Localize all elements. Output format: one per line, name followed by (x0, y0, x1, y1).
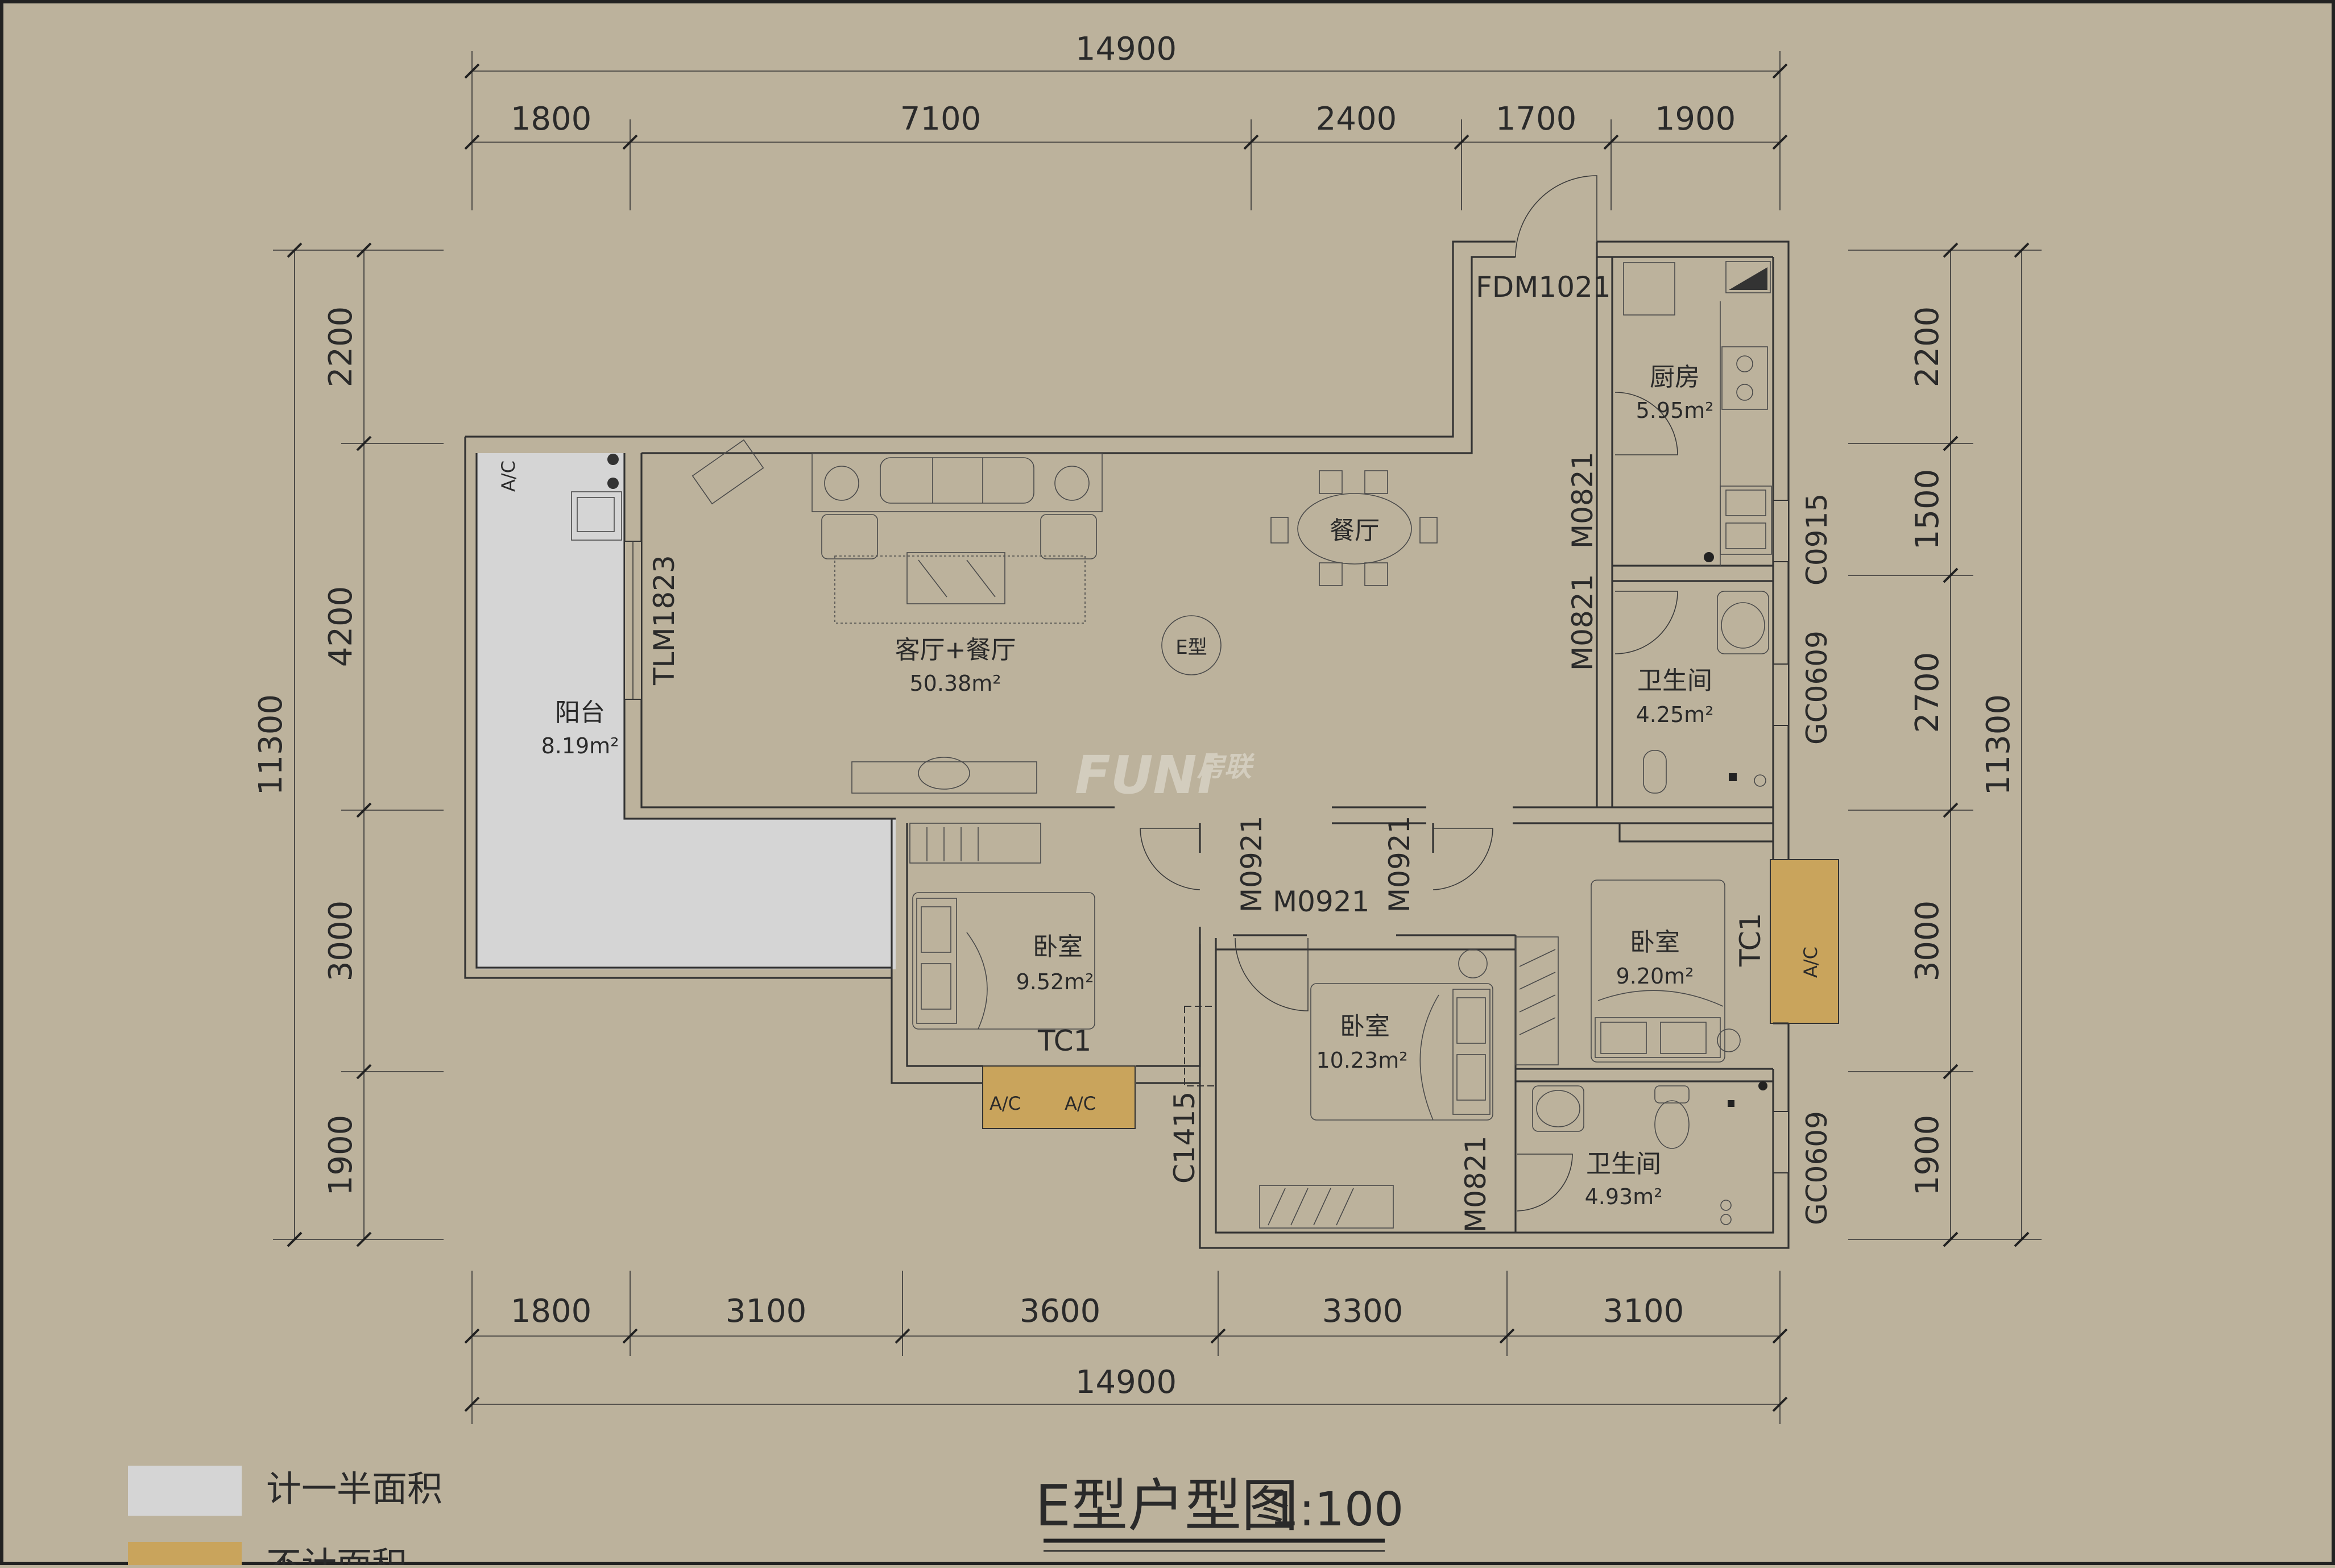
type-marker: E型 (1175, 636, 1207, 659)
dimension-right: 2200 1500 2700 3000 1900 11300 (1848, 242, 2042, 1247)
dim-left-seg-3: 3000 (322, 901, 359, 982)
room-bed3-name: 卧室 (1630, 928, 1680, 957)
code-bath2-door: M0821 (1459, 1136, 1492, 1233)
dim-right-seg-2: 1500 (1909, 469, 1946, 550)
furniture-bedroom3 (1515, 880, 1741, 1065)
code-bed2-door: M0921 (1273, 885, 1369, 918)
dim-left-seg-2: 4200 (322, 586, 359, 667)
dim-left-seg-1: 2200 (322, 306, 359, 388)
ac-platform-bottom (982, 1065, 1136, 1129)
dim-top-seg-2: 7100 (900, 101, 982, 138)
furniture-balcony (571, 454, 622, 541)
legend: 计一半面积 不计面积 (128, 1466, 442, 1568)
code-bed3-window: TC1 (1734, 913, 1767, 967)
plan-title-text: E型户型图 (1035, 1472, 1298, 1539)
ac-platform-right (1770, 859, 1839, 1024)
room-bed1-area: 9.52m² (1016, 969, 1094, 994)
watermark-cn: 房联 (1197, 751, 1255, 783)
room-bath1-name: 卫生间 (1637, 666, 1712, 695)
opening-codes: FDM1021 TLM1823 M0821 M0821 C0915 GC0609… (648, 271, 1833, 1233)
code-bath1-window: GC0609 (1800, 630, 1833, 745)
dim-top-seg-3: 2400 (1316, 101, 1397, 138)
plan-title-scale: 1:100 (1269, 1483, 1404, 1537)
ac-label-bottom-2: A/C (1065, 1093, 1096, 1114)
legend-label-half: 计一半面积 (266, 1468, 442, 1509)
furniture-bedroom2 (1259, 949, 1493, 1229)
room-balcony-area: 8.19m² (541, 733, 619, 758)
dim-right-seg-5: 1900 (1909, 1115, 1946, 1196)
room-bed2-area: 10.23m² (1316, 1048, 1407, 1073)
code-bath1-door: M0821 (1566, 574, 1599, 671)
dim-left-total: 11300 (252, 694, 289, 795)
room-balcony-name: 阳台 (555, 698, 605, 727)
room-bath2-name: 卫生间 (1586, 1150, 1661, 1179)
dim-bottom-total: 14900 (1075, 1364, 1177, 1401)
dim-right-seg-3: 2700 (1909, 652, 1946, 733)
code-kitchen-window: C0915 (1800, 493, 1833, 586)
dimension-top: 14900 1800 7100 2400 1700 1900 (464, 31, 1788, 210)
room-bed2-name: 卧室 (1340, 1012, 1390, 1041)
room-kitchen-name: 厨房 (1650, 363, 1700, 392)
furniture-living: E型 (692, 439, 1438, 794)
dim-right-seg-1: 2200 (1909, 306, 1946, 388)
dim-top-seg-1: 1800 (511, 101, 592, 138)
code-entry-door: FDM1021 (1476, 271, 1611, 304)
room-kitchen-area: 5.95m² (1636, 398, 1714, 423)
dim-right-seg-4: 3000 (1909, 901, 1946, 982)
ac-label-right: A/C (1800, 947, 1821, 978)
room-dining-name: 餐厅 (1330, 516, 1380, 545)
room-bed3-area: 9.20m² (1616, 964, 1694, 989)
code-bed1-window: TC1 (1037, 1024, 1091, 1057)
dim-bottom-seg-5: 3100 (1603, 1293, 1684, 1330)
furniture-bath2 (1532, 1081, 1767, 1225)
furniture-kitchen (1623, 261, 1772, 566)
legend-swatch-excluded (128, 1542, 242, 1568)
room-bath1-area: 4.25m² (1636, 702, 1714, 727)
dimension-bottom: 1800 3100 3600 3300 3100 14900 (464, 1271, 1788, 1424)
ac-label-balcony: A/C (498, 461, 519, 492)
dim-top-seg-5: 1900 (1655, 101, 1736, 138)
dim-top-seg-4: 1700 (1496, 101, 1577, 138)
code-bath2-window: GC0609 (1800, 1111, 1833, 1225)
dim-left-seg-4: 1900 (322, 1115, 359, 1196)
ac-markers: A/C A/C A/C A/C (498, 461, 1821, 1114)
code-balcony-door: TLM1823 (648, 555, 681, 686)
doors (624, 175, 1789, 1212)
room-living-name: 客厅+餐厅 (895, 636, 1016, 665)
plan-title: E型户型图 1:100 (1035, 1472, 1404, 1552)
code-bed2-window: C1415 (1168, 1092, 1201, 1184)
dim-top-total: 14900 (1075, 31, 1177, 68)
room-labels: 客厅+餐厅 50.38m² 餐厅 阳台 8.19m² 厨房 5.95m² 卫生间… (541, 363, 1714, 1209)
watermark: FUNi 房联 (1075, 745, 1255, 806)
code-kitchen-door: M0821 (1566, 452, 1599, 549)
code-bed1-door: M0921 (1235, 816, 1268, 912)
legend-swatch-half (128, 1466, 242, 1516)
ac-label-bottom-1: A/C (990, 1093, 1021, 1114)
dim-bottom-seg-4: 3300 (1322, 1293, 1404, 1330)
dimension-left: 11300 2200 4200 3000 1900 (252, 242, 444, 1247)
code-bed3-door: M0921 (1383, 816, 1416, 912)
furniture-bath1 (1643, 591, 1769, 794)
watermark-brand: FUNi (1075, 745, 1216, 806)
furniture-bedroom1 (909, 823, 1095, 1030)
dim-bottom-seg-1: 1800 (511, 1293, 592, 1330)
dim-bottom-seg-2: 3100 (726, 1293, 807, 1330)
legend-label-excluded: 不计面积 (266, 1544, 407, 1565)
dim-bottom-seg-3: 3600 (1020, 1293, 1101, 1330)
room-bath2-area: 4.93m² (1585, 1184, 1663, 1209)
dim-right-total: 11300 (1980, 694, 2017, 795)
room-bed1-name: 卧室 (1033, 932, 1083, 961)
balcony-half-area (477, 453, 896, 969)
room-living-area: 50.38m² (909, 671, 1001, 696)
